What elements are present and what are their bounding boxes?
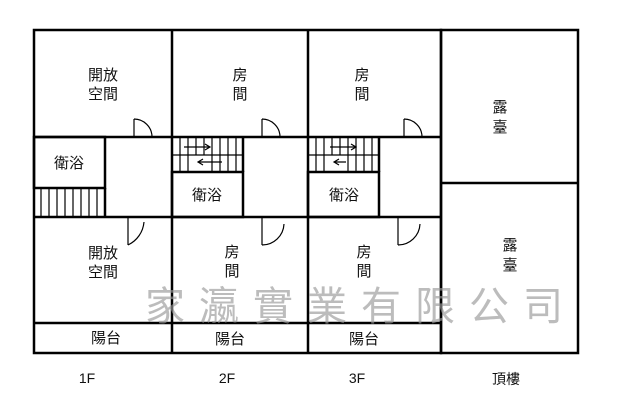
open-space-label: 開放	[88, 244, 118, 262]
floor-caption-roof: 頂樓	[492, 371, 520, 387]
room-label: 間	[356, 262, 371, 280]
room-label: 房	[354, 66, 369, 84]
arrow-right-icon	[184, 143, 212, 151]
arrow-right-icon	[330, 143, 358, 151]
door-icon	[261, 118, 281, 138]
open-space-label: 開放	[88, 66, 118, 84]
balcony-label: 陽台	[349, 330, 379, 348]
balcony-label: 陽台	[91, 329, 121, 347]
door-icon	[133, 118, 153, 138]
floor-caption-1f: 1F	[79, 370, 95, 386]
bathroom-label: 衛浴	[329, 186, 359, 204]
open-space-label: 空間	[88, 263, 118, 281]
door-icon	[127, 216, 145, 246]
bathroom-label: 衛浴	[54, 154, 84, 172]
door-icon	[261, 216, 285, 246]
floor-caption-3f: 3F	[349, 370, 365, 386]
door-icon	[397, 216, 421, 246]
room-label: 間	[232, 85, 247, 103]
balcony-label: 陽台	[215, 330, 245, 348]
room-label: 間	[354, 85, 369, 103]
arrow-left-icon	[196, 158, 222, 166]
room-label: 房	[232, 66, 247, 84]
terrace-label: 露	[502, 236, 517, 254]
bathroom-label: 衛浴	[192, 186, 222, 204]
door-icon	[403, 118, 423, 138]
room-label: 房	[356, 243, 371, 261]
stairs-2f	[172, 137, 243, 172]
doors	[127, 118, 423, 246]
terrace-label: 臺	[492, 118, 507, 136]
arrow-left-icon	[332, 158, 346, 166]
open-space-label: 空間	[88, 85, 118, 103]
terrace-label: 臺	[502, 256, 517, 274]
stairs-1f	[40, 188, 98, 217]
company-watermark: 家瀛實業有限公司	[145, 284, 577, 330]
room-label: 間	[224, 262, 239, 280]
terrace-label: 露	[492, 98, 507, 116]
stairs-3f	[308, 137, 379, 172]
room-label: 房	[224, 243, 239, 261]
floor-caption-2f: 2F	[219, 370, 235, 386]
walls	[32, 28, 580, 355]
